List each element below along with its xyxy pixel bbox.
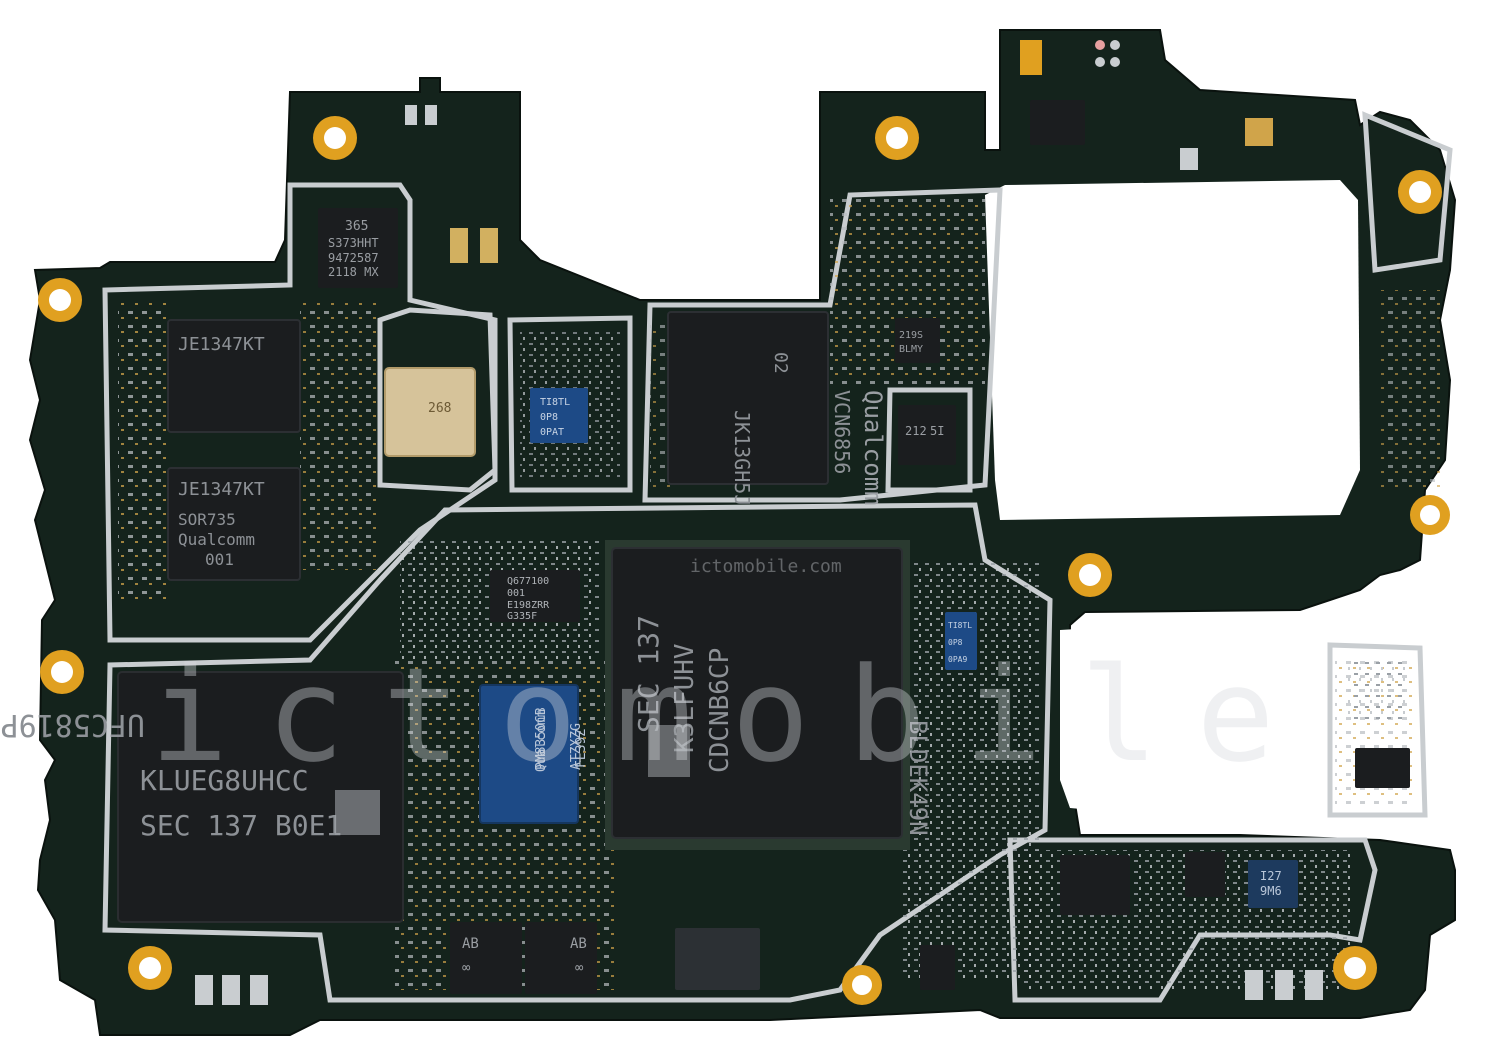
small-mid-line3: E198ZRR [507, 600, 550, 611]
pmic-line1: Qualcomm [534, 709, 549, 772]
pmic-line2: PM8350CB [534, 707, 549, 770]
blue-chip-right: TI8TL 0P8 0PA9 [945, 612, 977, 670]
watermark-main-text: ictomobile [150, 639, 1313, 791]
pa-chip-bottom: JE1347KT Qualcomm SOR735 001 [167, 467, 301, 581]
pa-bottom-line4: 001 [205, 550, 234, 569]
modem-chip-rev: 02 [770, 352, 791, 374]
amp-left-line2: ∞ [462, 960, 471, 976]
gold-rf-module: 268 [384, 367, 476, 457]
watermark-url-text: ictomobile.com [690, 556, 842, 577]
small-chip-mid: Q677100 001 E198ZRR G335F [490, 570, 580, 622]
small-top-line1: 365 [345, 219, 368, 234]
small-chip-top: 365 S373HHT 9472587 2118 MX [318, 208, 398, 288]
blue-right-line2: 0P8 [948, 638, 963, 647]
small-right-line2: BLMY [899, 344, 923, 355]
pa-chip-top: JE1347KT [167, 319, 301, 433]
pa-bottom-line3: SOR735 [178, 510, 236, 529]
dram-soc-chip: SEC 137 K3LFUHV CDCNB6CP BLDEK49N [605, 540, 932, 850]
amp-left-line1: AB [462, 936, 479, 952]
dram-chip-line3: CDCNB6CP [705, 648, 735, 773]
amp-right-line2: ∞ [575, 960, 584, 976]
audio-amp-right: AB ∞ [525, 922, 597, 994]
dram-chip-line1: SEC 137 [632, 615, 665, 733]
bottom-right-line2: 9M6 [1260, 884, 1282, 898]
modem-chip-brand: Qualcomm [859, 390, 887, 506]
blue-small-line2: 0P8 [540, 412, 558, 423]
misc-chips [675, 100, 1410, 990]
dram-chip-line4: BLDEK49N [904, 720, 932, 836]
watermark: ictomobile ictomobile.com [150, 556, 1313, 791]
small-chip-right: 219S BLMY [895, 318, 940, 363]
blue-right-line3: 0PA9 [948, 655, 967, 664]
pmic-line4: ATZXZG [569, 723, 584, 770]
small-mid-line2: 001 [507, 588, 525, 599]
board-cutout-top-right [985, 180, 1360, 520]
audio-amp-left: AB ∞ [450, 922, 522, 994]
pmic-chip: Qualcomm PM8350CB ATZXZG FE39Z [479, 684, 589, 824]
pa-bottom-line2: Qualcomm [178, 530, 255, 549]
blue-small-line1: TI8TL [540, 397, 570, 408]
pm-chip-right: 212 5I [898, 405, 956, 465]
modem-chip-model: VCN6856 [830, 390, 854, 474]
connector-pads [195, 40, 1323, 1005]
gold-module-label: 268 [428, 401, 451, 416]
amp-right-line1: AB [570, 936, 587, 952]
pm-right-line2: 5I [930, 424, 944, 438]
ufs-chip-line2: KLUEG8UHCC [140, 764, 309, 797]
chip-bottom-right: I27 9M6 [1248, 860, 1298, 908]
board-cutout-mid-right [1060, 615, 1325, 815]
pm-right-line1: 212 [905, 424, 927, 438]
mounting-holes [38, 116, 1450, 1005]
ufs-chip-line1: UFC5819P [1, 707, 146, 742]
small-top-line2: S373HHT [328, 236, 379, 250]
small-top-line4: 2118 MX [328, 265, 379, 279]
small-mid-line1: Q677100 [507, 576, 549, 587]
small-right-line1: 219S [899, 330, 923, 341]
ufs-storage-chip: UFC5819P KLUEG8UHCC SEC 137 B0E1 [1, 671, 404, 923]
pa-bottom-line1: JE1347KT [178, 479, 265, 500]
ufs-chip-line3: SEC 137 B0E1 [140, 809, 342, 842]
blue-small-line3: 0PAT [540, 427, 564, 438]
blue-right-line1: TI8TL [948, 621, 972, 630]
pmic-line5: FE39Z [574, 729, 589, 768]
pa-top-label: JE1347KT [178, 334, 265, 355]
modem-chip-code: JK13GH5J [730, 410, 754, 506]
bottom-right-line1: I27 [1260, 869, 1282, 883]
blue-chip-small: TI8TL 0P8 0PAT [530, 388, 588, 443]
small-top-line3: 9472587 [328, 251, 379, 265]
small-mid-line4: G335F [507, 611, 537, 622]
modem-chip: Qualcomm VCN6856 02 JK13GH5J [667, 311, 887, 506]
shield-frames [102, 111, 1453, 1003]
